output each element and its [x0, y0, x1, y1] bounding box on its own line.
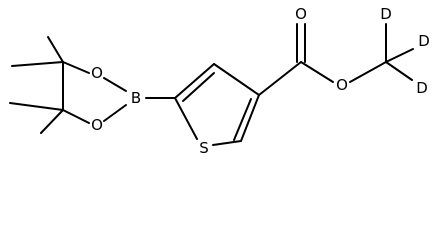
- bond-c5-me-left: [11, 61, 64, 67]
- atom-sulfur: S: [199, 139, 209, 157]
- bond-c3thio-carbonyl: [258, 61, 302, 96]
- atom-carbonyl-oxygen: O: [295, 5, 307, 23]
- bond-c5-o1: [62, 61, 90, 74]
- atom-boron: B: [131, 89, 141, 107]
- bond-b-o2: [103, 104, 127, 122]
- atom-ester-oxygen: O: [336, 76, 348, 94]
- atom-deuterium-top: D: [380, 5, 392, 23]
- bond-cd3-d-bottom: [385, 61, 413, 81]
- bond-o2-c4: [62, 109, 90, 124]
- bond-s-c5thio: [174, 97, 198, 140]
- chemical-structure: O B O S O O D D D: [9, 5, 430, 157]
- atom-deuterium-right: D: [418, 32, 430, 50]
- bond-c5-me-top: [47, 36, 64, 63]
- bond-c2thio-s: [212, 140, 242, 146]
- bond-c4thio-c3thio: [213, 63, 260, 96]
- bond-carbonyl-ester-o: [300, 61, 334, 83]
- bond-c3thio-c2thio-inner: [233, 98, 252, 141]
- bond-cd3-d-right: [385, 48, 414, 63]
- atom-oxygen-ring-top: O: [91, 64, 103, 82]
- bond-ester-o-cd3: [349, 61, 387, 83]
- atom-oxygen-ring-bottom: O: [91, 116, 103, 134]
- bond-c5thio-c4thio-inner: [182, 72, 215, 102]
- bond-c4-me-bottom: [40, 109, 64, 134]
- atom-deuterium-bottom: D: [416, 79, 428, 97]
- bond-o1-b: [103, 77, 127, 92]
- bond-c4-me-left: [9, 102, 64, 111]
- bond-c3thio-c2thio: [240, 94, 260, 142]
- bond-c5thio-c4thio: [174, 63, 215, 99]
